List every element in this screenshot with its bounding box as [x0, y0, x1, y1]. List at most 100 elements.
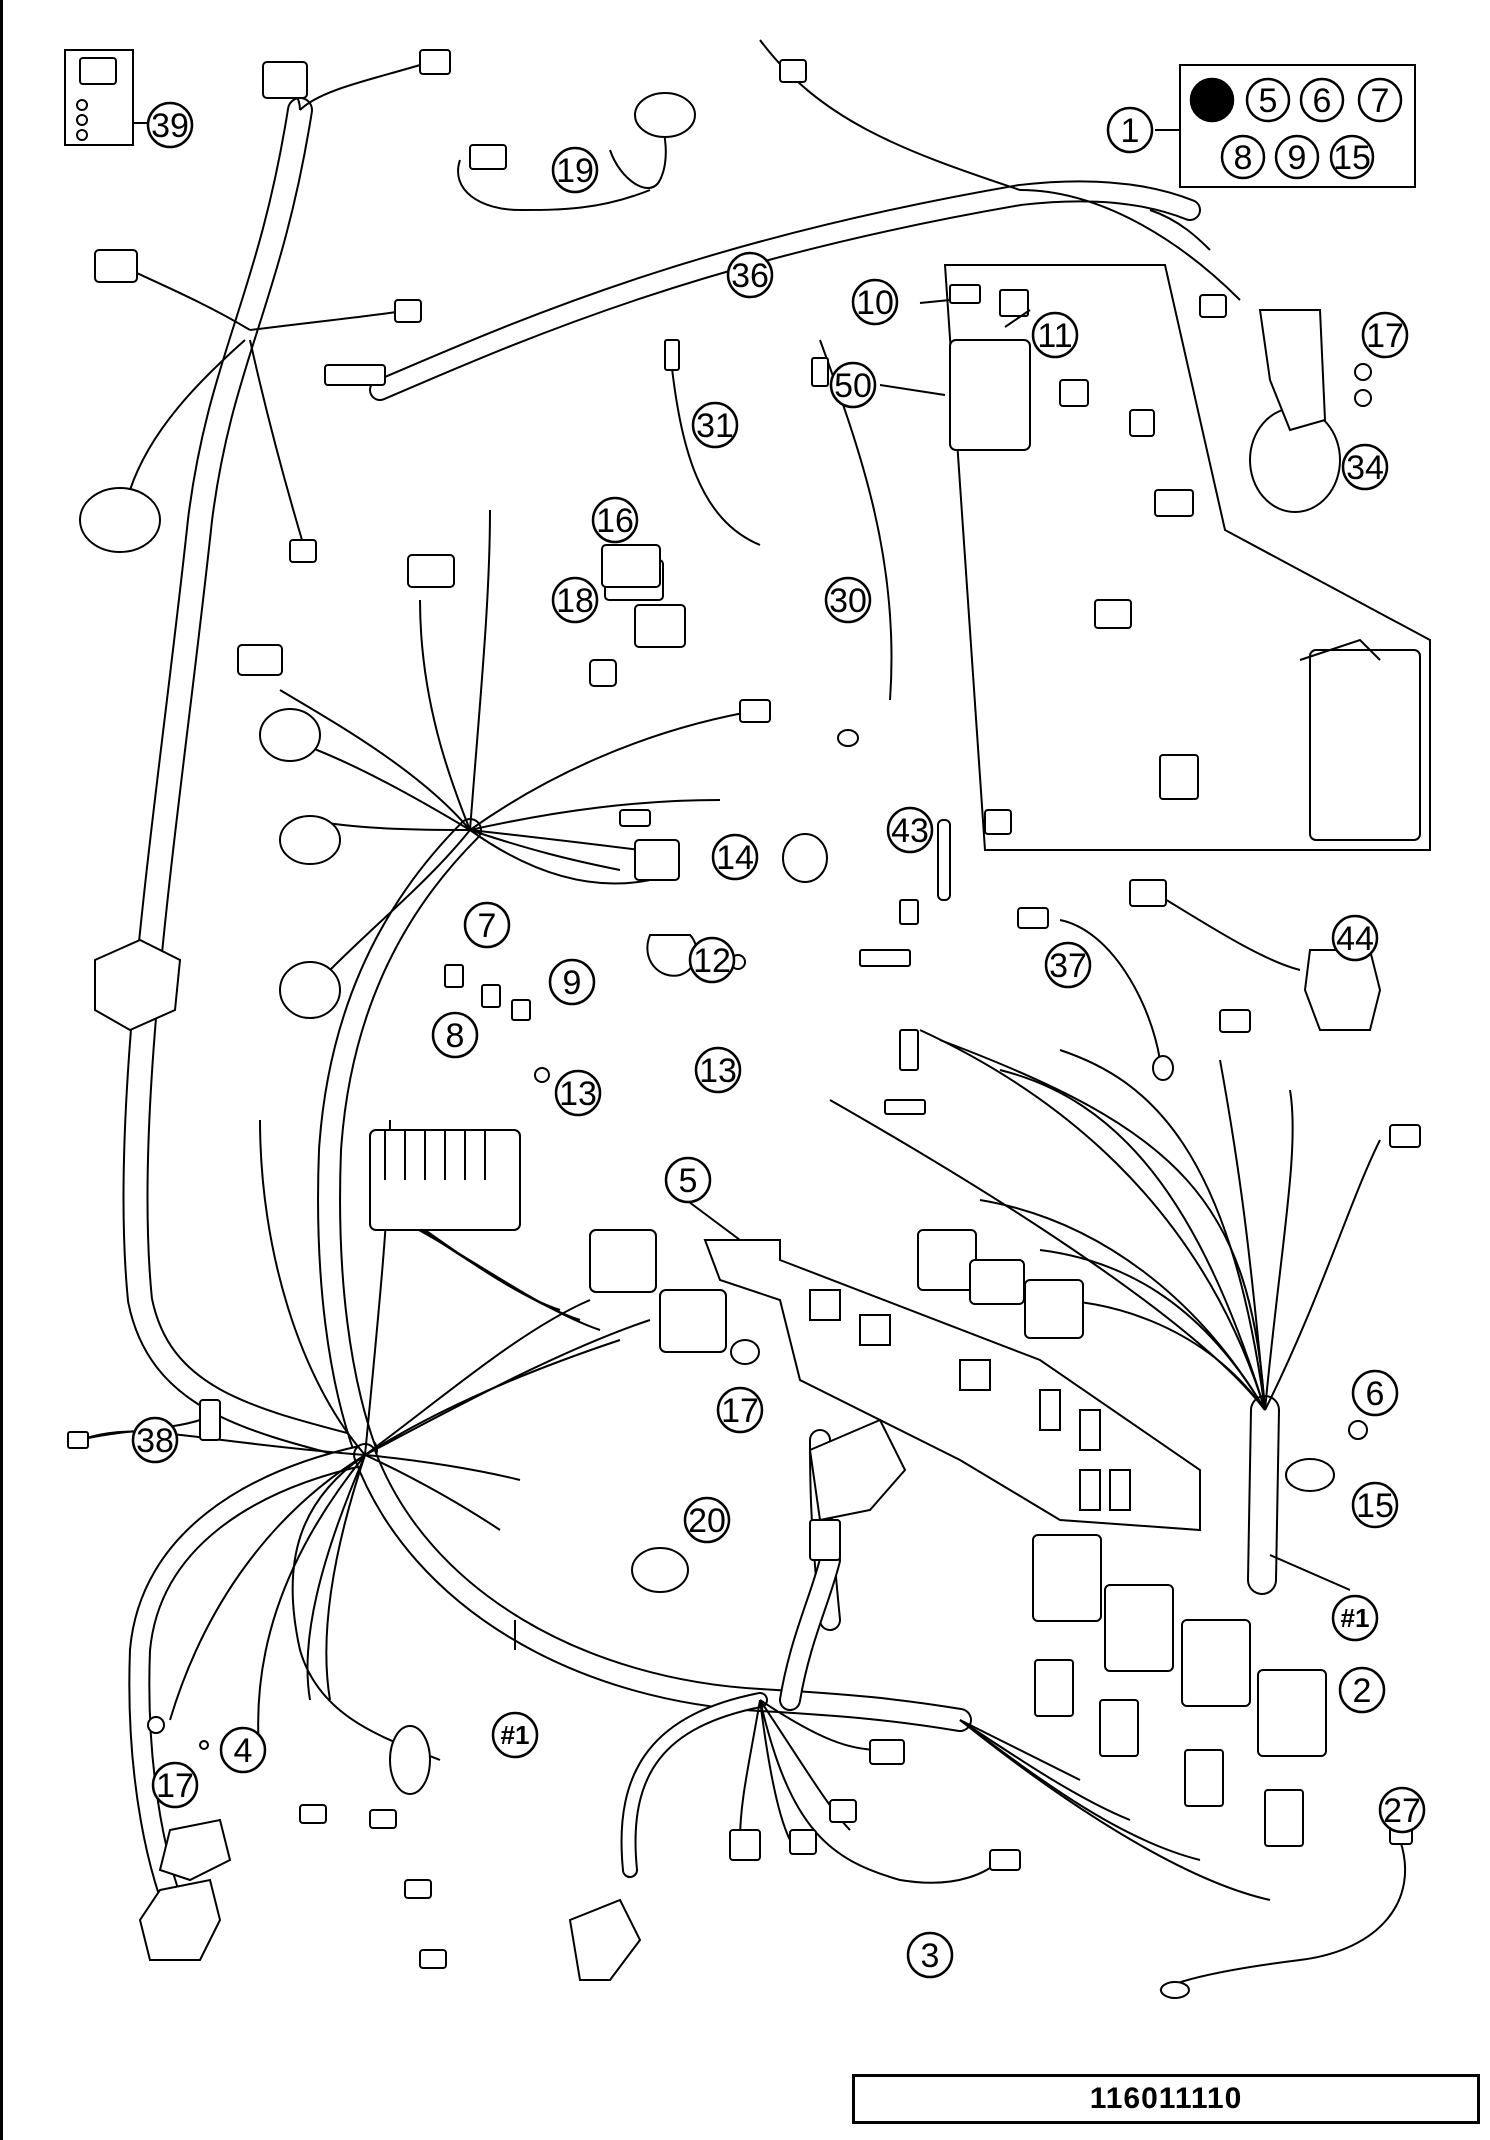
- connector: [634, 839, 680, 881]
- part-number-box: 116011110: [852, 2074, 1480, 2124]
- callout-circle: [1361, 311, 1409, 359]
- callout-label: 12: [693, 942, 731, 980]
- callout-c16: 16: [591, 496, 639, 544]
- callout-c34: 34: [1341, 443, 1389, 491]
- connector: [984, 809, 1012, 835]
- kit-item: 6: [1299, 77, 1345, 123]
- connector: [1094, 599, 1132, 629]
- callout-circle: [1338, 1666, 1386, 1714]
- callout-c13b: 13: [694, 1046, 742, 1094]
- callout-c3: 3: [906, 1931, 954, 1979]
- callout-circle: [1331, 1594, 1379, 1642]
- callout-label: 5: [679, 1162, 698, 1200]
- callout-circle: [551, 576, 599, 624]
- connector: [1159, 754, 1199, 800]
- relay: [1104, 1584, 1174, 1672]
- connector: [899, 1029, 919, 1071]
- multi-pin-connector: [917, 1229, 977, 1291]
- callout-circle: [906, 1931, 954, 1979]
- kit-item-circle: [1299, 77, 1345, 123]
- page-left-border: [0, 0, 3, 2140]
- callout-c15: 15: [1351, 1481, 1399, 1529]
- relay-group-frame: [943, 264, 1431, 851]
- connector: [279, 815, 341, 865]
- cable-tie: [782, 833, 828, 883]
- multi-pin-connector: [1024, 1279, 1084, 1339]
- control-unit: [1309, 649, 1421, 841]
- callout-label: 7: [478, 907, 497, 945]
- kit-item-label: 9: [1288, 139, 1307, 177]
- connector: [324, 364, 386, 386]
- callout-c18: 18: [551, 576, 599, 624]
- kit-item-label: 5: [1259, 82, 1278, 120]
- relay: [1181, 1619, 1251, 1707]
- mini-fuse: [511, 999, 531, 1021]
- kit-item-circle: [1357, 77, 1403, 123]
- callout-c44: 44: [1331, 914, 1379, 962]
- multi-pin-connector: [969, 1259, 1025, 1305]
- connector: [789, 1829, 817, 1855]
- connector: [1129, 409, 1155, 437]
- washer: [199, 1740, 209, 1750]
- connector: [1152, 1055, 1174, 1081]
- callout-label: 17: [721, 1392, 759, 1430]
- grommet: [589, 659, 617, 687]
- callout-label: 17: [1366, 317, 1404, 355]
- callout-c1: 1: [1106, 106, 1154, 154]
- callout-circle: [131, 1416, 179, 1464]
- callout-label: 19: [556, 152, 594, 190]
- screw: [1348, 1420, 1368, 1440]
- relay: [1032, 1534, 1102, 1622]
- callout-label: 18: [556, 582, 594, 620]
- callout-circle: [688, 936, 736, 984]
- callout-label: 30: [829, 582, 867, 620]
- callout-c1b: #1: [1331, 1594, 1379, 1642]
- callout-circle: [1031, 311, 1079, 359]
- connector: [404, 1879, 432, 1899]
- callout-label: 13: [559, 1075, 597, 1113]
- callout-circle: [463, 901, 511, 949]
- kit-item: #1: [1189, 77, 1235, 123]
- callout-label: 43: [891, 812, 929, 850]
- kit-item: 15: [1329, 134, 1375, 180]
- callout-circle: [726, 251, 774, 299]
- callout-circle: [554, 1069, 602, 1117]
- callout-c39: 39: [146, 101, 194, 149]
- callout-c8: 8: [431, 1011, 479, 1059]
- connector: [829, 1799, 857, 1823]
- relay-socket: [1264, 1789, 1304, 1847]
- callout-c2: 2: [1338, 1666, 1386, 1714]
- callout-c38: 38: [131, 1416, 179, 1464]
- connector: [79, 487, 161, 553]
- connector: [634, 604, 686, 648]
- connector: [138, 1878, 222, 1961]
- callout-label: 6: [1366, 1375, 1385, 1413]
- relay-socket: [1184, 1749, 1224, 1807]
- fuse: [999, 289, 1029, 317]
- kit-item-label: 15: [1333, 139, 1371, 177]
- cap: [631, 1547, 689, 1593]
- callout-c1c: #1: [491, 1711, 539, 1759]
- kit-item: 9: [1274, 134, 1320, 180]
- horn-bracket: [1258, 309, 1327, 432]
- callout-c20: 20: [683, 1496, 731, 1544]
- callout-label: #1: [1341, 1603, 1370, 1633]
- connector: [837, 729, 859, 747]
- relay-socket: [1034, 1659, 1074, 1717]
- screw: [534, 1067, 550, 1083]
- callout-circle: [829, 361, 877, 409]
- callout-circle: [219, 1726, 267, 1774]
- cable-guide-plate: [703, 1239, 1201, 1532]
- callout-label: 44: [1336, 920, 1374, 958]
- callout-circle: [1351, 1369, 1399, 1417]
- callout-c50: 50: [829, 361, 877, 409]
- mini-fuse: [444, 964, 464, 988]
- multi-pin-connector: [589, 1229, 657, 1293]
- connector: [899, 899, 919, 925]
- connector: [389, 1725, 431, 1795]
- callout-c6: 6: [1351, 1369, 1399, 1417]
- callout-c11: 11: [1031, 311, 1079, 359]
- upper-diagonal-trunk: [369, 180, 1201, 401]
